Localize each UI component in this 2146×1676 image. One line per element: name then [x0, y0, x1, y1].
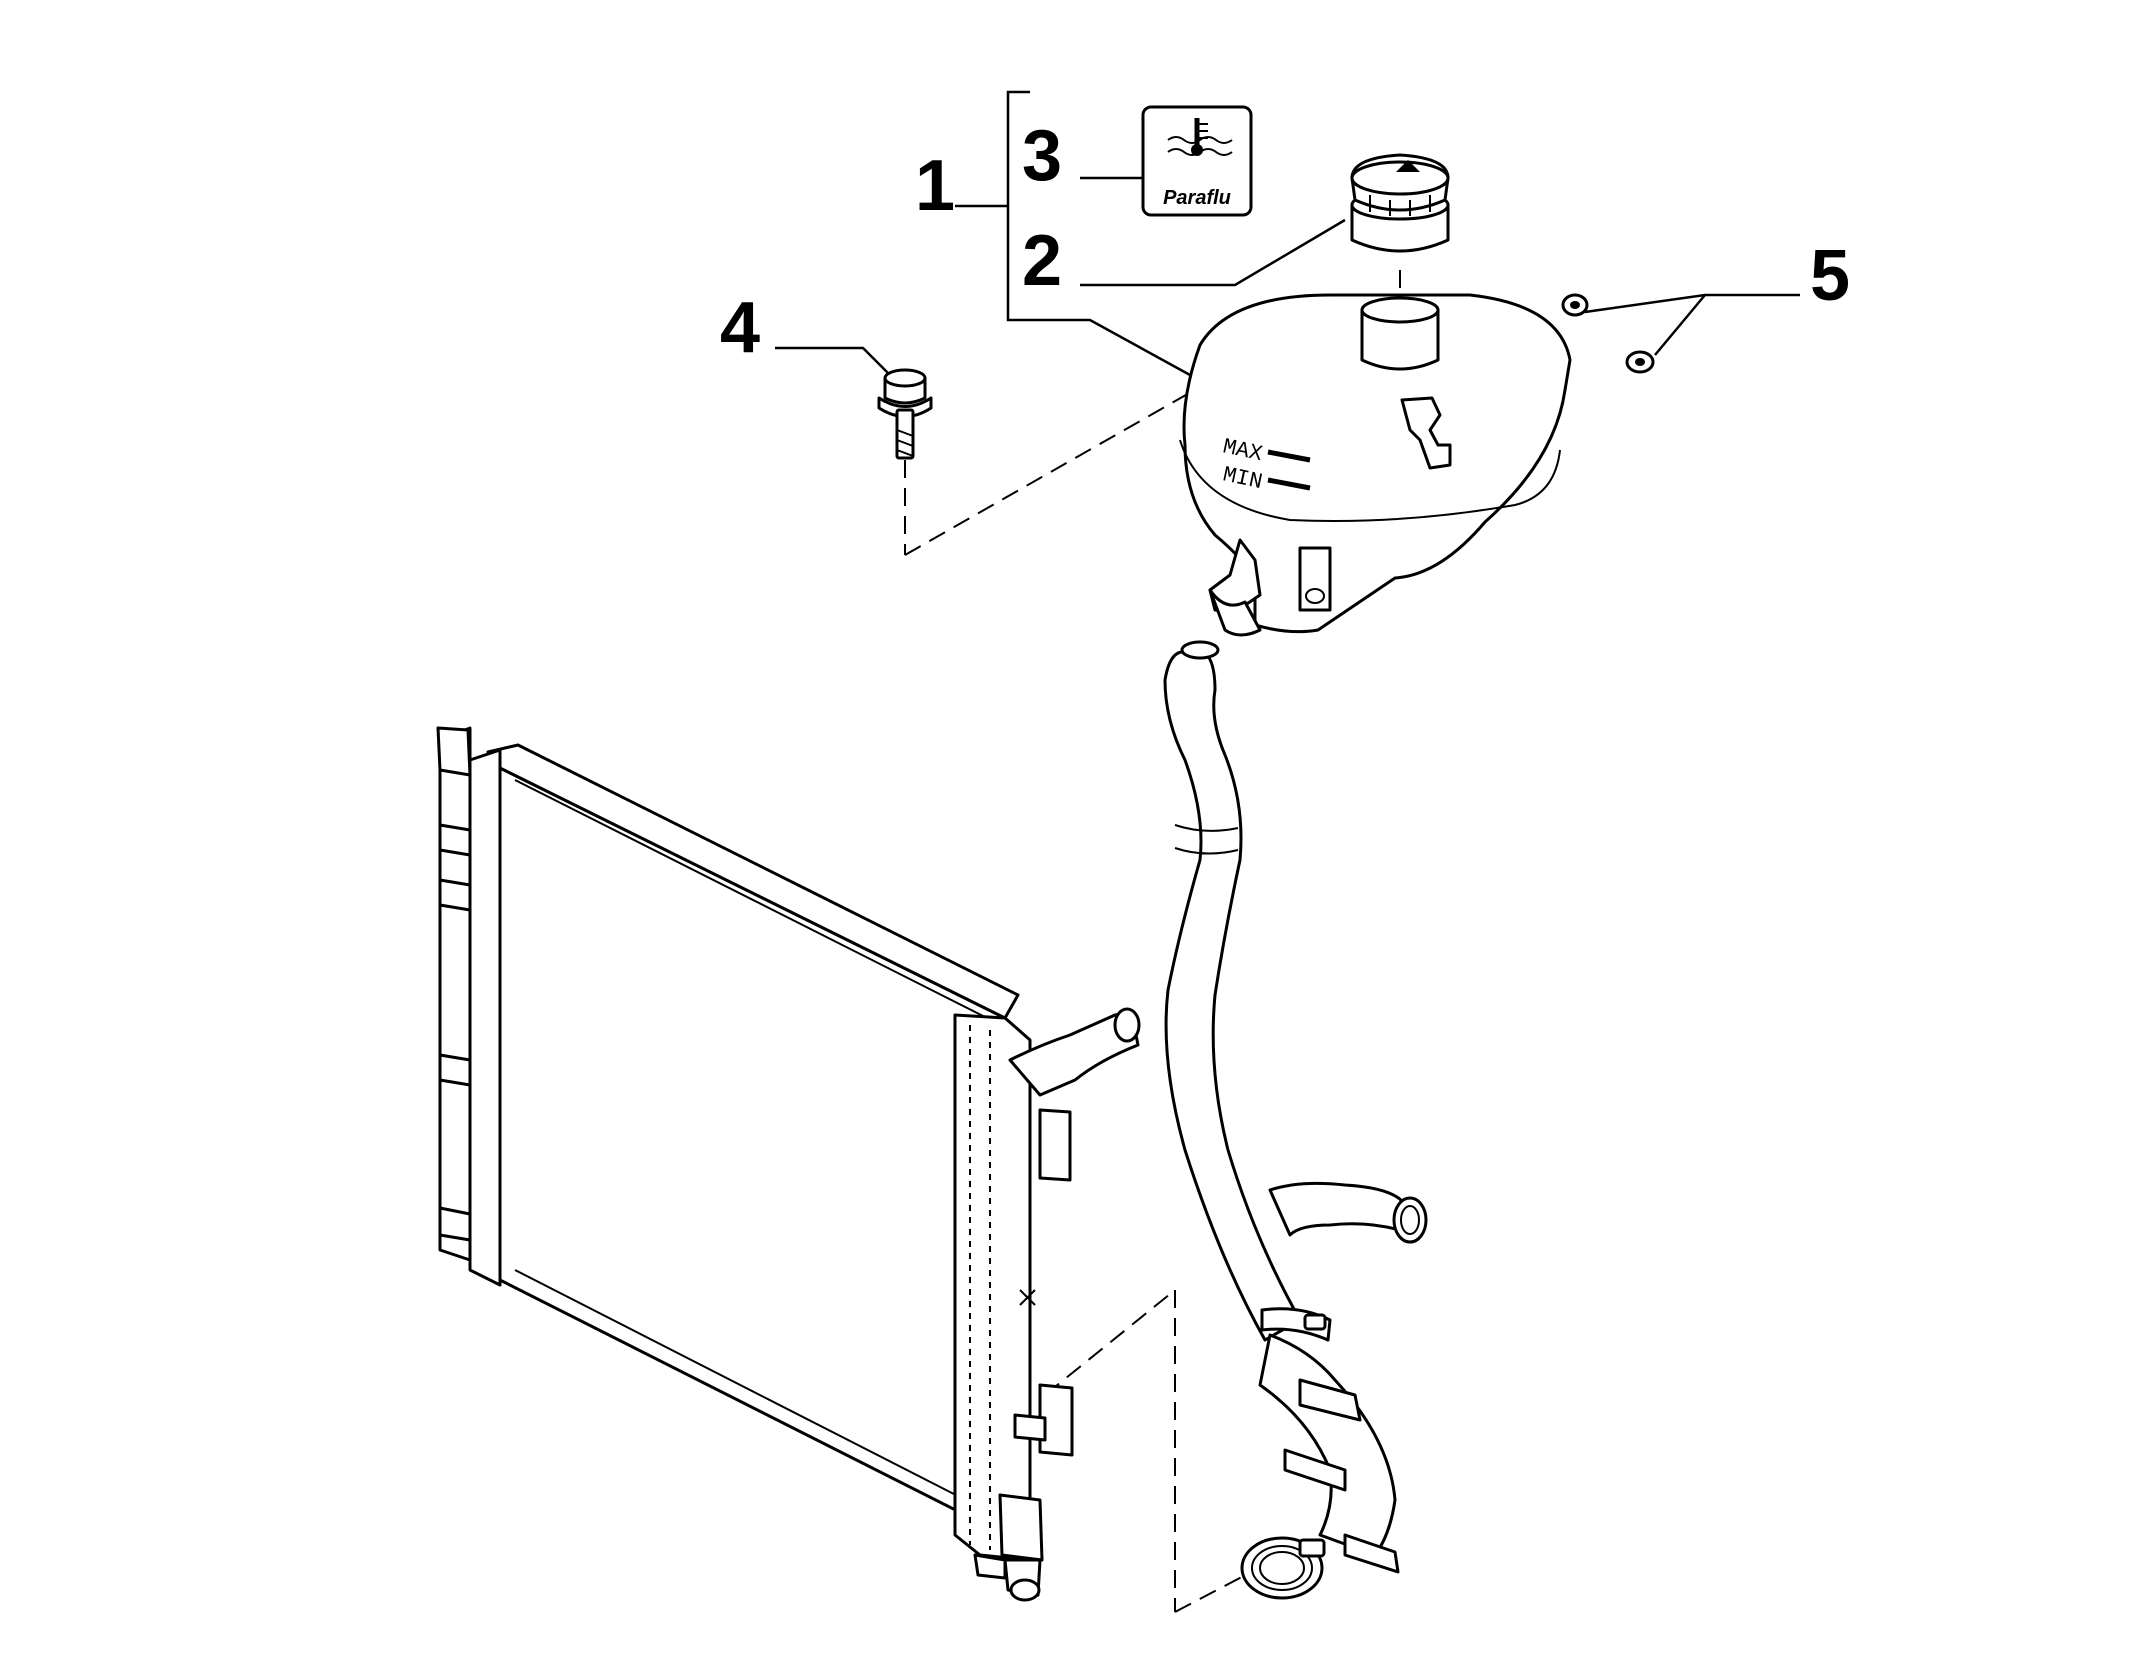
- plug-part-5a[interactable]: [1561, 293, 1589, 317]
- hose-clamp-lower[interactable]: [1240, 1536, 1326, 1600]
- callout-1[interactable]: 1: [915, 146, 955, 226]
- warning-triangle-icon: [1396, 160, 1420, 172]
- filler-cap-part-2[interactable]: [1350, 153, 1450, 253]
- callout-4[interactable]: 4: [720, 288, 760, 368]
- radiator[interactable]: [436, 726, 1141, 1602]
- callout-3[interactable]: 3: [1022, 116, 1062, 196]
- lower-coolant-hose[interactable]: [1258, 1181, 1428, 1574]
- expansion-tank-part-1[interactable]: MAX MIN: [1179, 293, 1572, 637]
- coolant-label-part-3[interactable]: Paraflu: [1141, 105, 1253, 217]
- leader-lines: [775, 90, 1800, 386]
- bolt-part-4[interactable]: [877, 368, 933, 460]
- callout-5[interactable]: 5: [1810, 236, 1850, 316]
- upper-coolant-hose[interactable]: [1163, 640, 1302, 1342]
- hose-clamp-upper[interactable]: [1260, 1307, 1332, 1342]
- callout-2[interactable]: 2: [1022, 221, 1062, 301]
- thermometer-coolant-icon: [1167, 118, 1233, 156]
- plug-part-5b[interactable]: [1625, 350, 1655, 374]
- label-text: Paraflu: [1163, 187, 1231, 209]
